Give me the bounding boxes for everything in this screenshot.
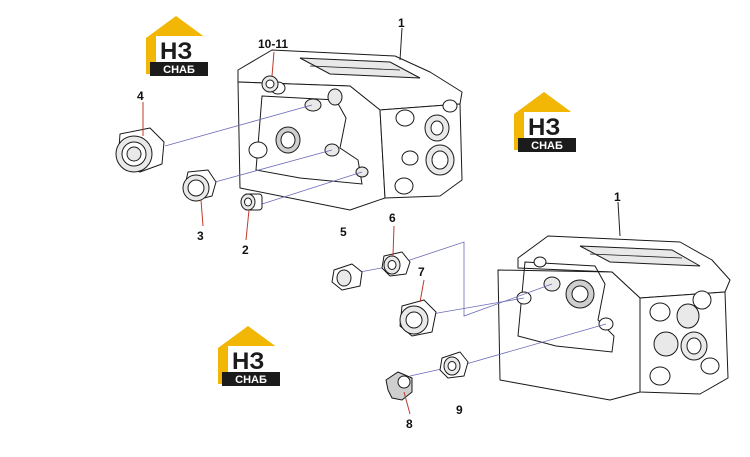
- callout-10-11: 10-11: [258, 37, 288, 51]
- callout-6: 6: [389, 211, 396, 225]
- brand-logo-bottom-left: НЗ СНАБ: [218, 326, 280, 386]
- callout-1-lower: 1: [614, 190, 621, 204]
- callout-1-upper: 1: [398, 16, 405, 30]
- callout-labels: 1 1 10-11 4 3 2 5 6 7 8 9: [137, 16, 621, 431]
- logo-caption: СНАБ: [235, 374, 267, 386]
- assembly-guide-lines: [164, 83, 607, 377]
- part-10-11-plug: [261, 75, 279, 93]
- upper-front-fitting: [275, 126, 301, 154]
- logo-letters: НЗ: [160, 38, 192, 65]
- part-7-large-adapter: [399, 299, 437, 337]
- brand-logo-top-left: НЗ СНАБ: [146, 16, 208, 76]
- brand-logo-right: НЗ СНАБ: [514, 92, 576, 152]
- callout-3: 3: [197, 229, 204, 243]
- part-5-elbow-fitting: [331, 263, 363, 291]
- callout-4: 4: [137, 89, 144, 103]
- part-9-adapter: [439, 351, 469, 379]
- callout-2: 2: [242, 243, 249, 257]
- part-6-adapter: [381, 251, 411, 277]
- logo-letters: НЗ: [232, 348, 264, 375]
- logo-letters: НЗ: [528, 114, 560, 141]
- part-4-large-fitting: [115, 127, 165, 173]
- callout-7: 7: [418, 265, 425, 279]
- valve-block-upper: [237, 49, 463, 211]
- part-3-adapter: [182, 169, 217, 202]
- leader-lines: [142, 27, 621, 415]
- callout-8: 8: [406, 417, 413, 431]
- callout-9: 9: [456, 403, 463, 417]
- valve-block-lower: [497, 235, 731, 401]
- lower-front-fitting: [565, 279, 595, 309]
- part-8-elbow: [385, 371, 413, 401]
- part-2-small-fitting: [240, 193, 263, 211]
- callout-5: 5: [340, 225, 347, 239]
- logo-caption: СНАБ: [531, 140, 563, 152]
- logo-caption: СНАБ: [163, 64, 195, 76]
